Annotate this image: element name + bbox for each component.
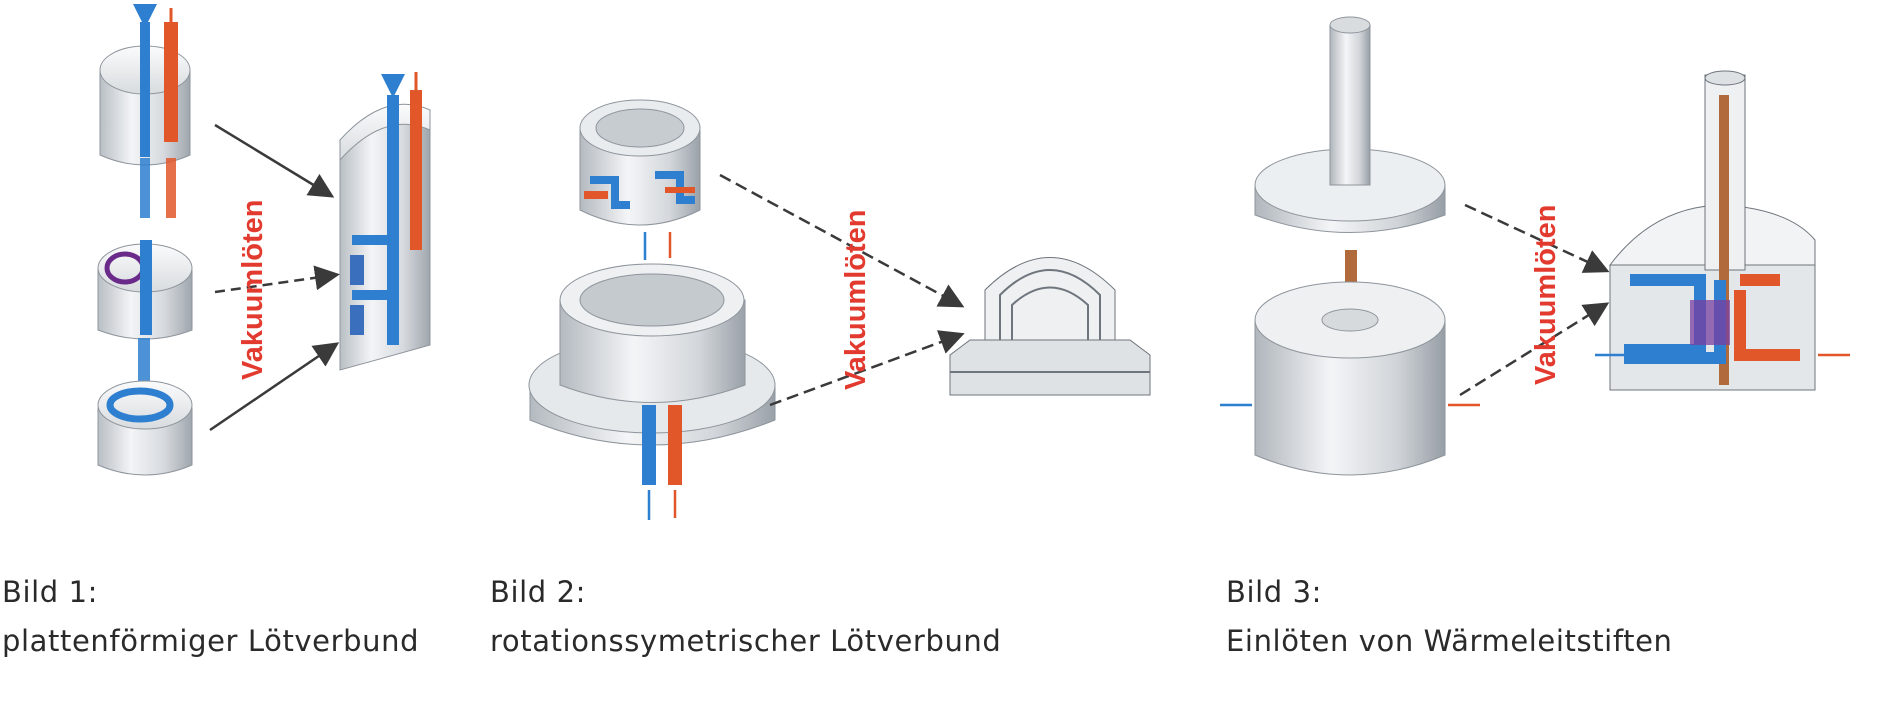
figure-3-diagram: Vakuumlöten xyxy=(1200,0,1899,520)
figure-2-number: Bild 2: xyxy=(490,575,587,609)
figure-1-svg: Vakuumlöten xyxy=(97,4,431,476)
vakuumloeten-label-3: Vakuumlöten xyxy=(1530,205,1562,386)
arrow-1-bottom xyxy=(209,342,340,432)
arrow-1-top xyxy=(214,123,335,198)
flanged-base-icon xyxy=(528,263,776,520)
arrow-2-top xyxy=(719,173,965,308)
arrow-3-bottom xyxy=(1459,302,1610,397)
figure-2-title: rotationssymetrischer Lötverbund xyxy=(490,624,1002,658)
vakuumloeten-label-1: Vakuumlöten xyxy=(237,200,269,381)
figure-3-title: Einlöten von Wärmeleitstiften xyxy=(1226,624,1673,658)
arrow-1-middle xyxy=(214,265,340,294)
brazed-plate-assembly-icon xyxy=(339,72,431,371)
figure-3-number: Bild 3: xyxy=(1226,575,1323,609)
figure-1-number: Bild 1: xyxy=(2,575,99,609)
figure-2-svg: Vakuumlöten xyxy=(528,99,1151,520)
ring-insert-icon xyxy=(579,99,701,260)
figure-2-diagram: Vakuumlöten xyxy=(480,0,1200,520)
arrow-2-bottom xyxy=(769,330,965,407)
figure-1-title: plattenförmiger Lötverbund xyxy=(2,624,420,658)
arrow-3-top xyxy=(1464,203,1610,273)
stacked-plates-icon xyxy=(97,4,193,476)
figure-3-svg: Vakuumlöten xyxy=(1220,16,1850,476)
figure-1-diagram: Vakuumlöten xyxy=(0,0,480,520)
cylinder-block-icon xyxy=(1220,281,1480,476)
pin-assembly-section-icon xyxy=(1595,70,1850,391)
vakuumloeten-label-2: Vakuumlöten xyxy=(840,210,872,391)
pin-disc-icon xyxy=(1254,16,1446,308)
rotational-assembly-section-icon xyxy=(949,257,1151,396)
